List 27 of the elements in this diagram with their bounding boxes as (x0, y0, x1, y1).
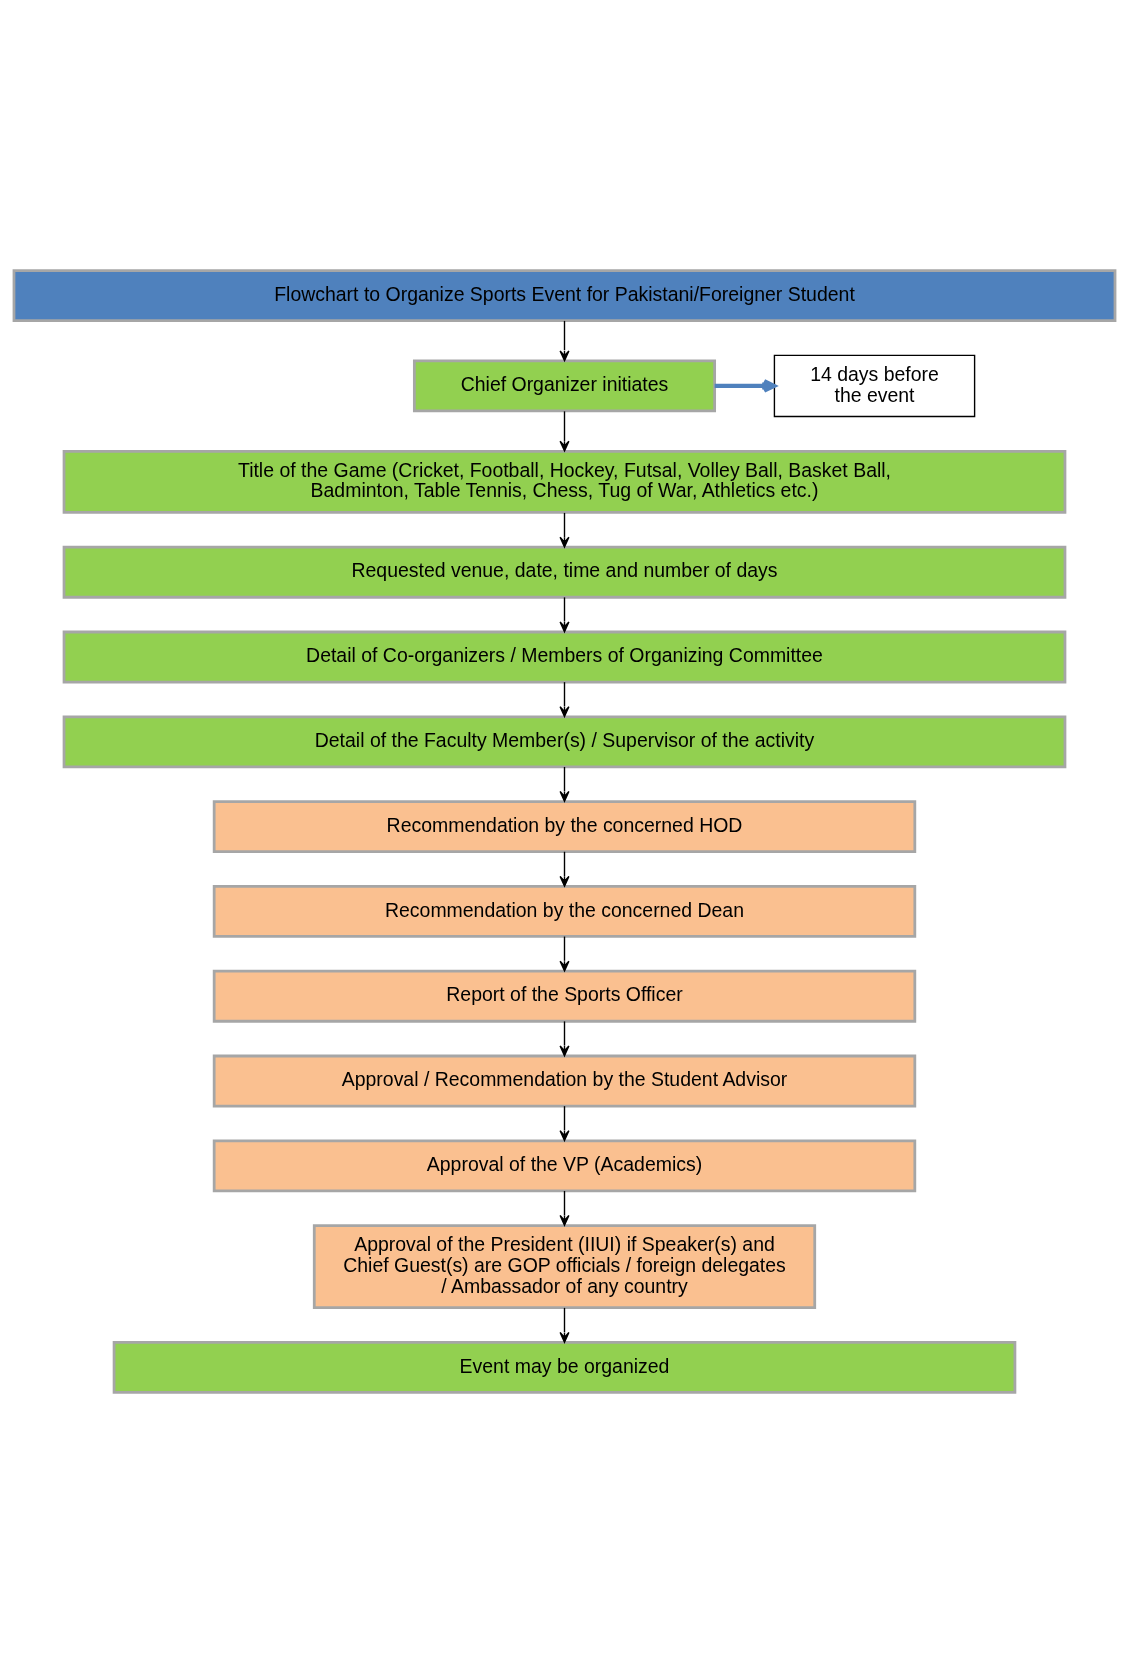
arrow (559, 680, 570, 717)
arrow (559, 596, 570, 632)
node-box: Detail of the Faculty Member(s) / Supervisor of the activity (62, 714, 1067, 768)
arrow (559, 850, 570, 887)
arrow (559, 935, 570, 972)
arrow (559, 1104, 570, 1141)
node-box: Detail of Co-organizers / Members of Organizing Committee (62, 630, 1067, 683)
arrow (714, 378, 777, 393)
arrow (559, 319, 570, 361)
node-box: Recommendation by the concerned HOD (212, 799, 917, 853)
node-box: 14 days before the event (773, 354, 976, 417)
node-box: Recommendation by the concerned Dean (212, 884, 917, 938)
node-box: Approval / Recommendation by the Student Advisor (212, 1054, 917, 1107)
node-box: Approval of the President (IIUI) if Speaker(s) and Chief Guest(s) are GOP officials / foreign delegates / Ambassador of any country (312, 1223, 817, 1309)
node-box: Chief Organizer initiates (412, 359, 717, 412)
arrow (559, 1189, 570, 1226)
node-box: Requested venue, date, time and number of days (62, 545, 1067, 599)
node-box: Title of the Game (Cricket, Football, Hockey, Futsal, Volley Ball, Basket Ball, Badminton, Table Tennis, Chess, Tug of War, Athletics etc.) (62, 449, 1067, 514)
arrow (559, 1020, 570, 1056)
node-box: Event may be organized (112, 1340, 1017, 1394)
arrow (559, 511, 570, 548)
arrow (559, 410, 570, 452)
node-box: Approval of the VP (Academics) (212, 1138, 917, 1192)
arrow (559, 765, 570, 802)
arrow (559, 1306, 570, 1343)
node-box: Flowchart to Organize Sports Event for Pakistani/Foreigner Student (12, 268, 1117, 322)
node-box: Report of the Sports Officer (212, 969, 917, 1023)
